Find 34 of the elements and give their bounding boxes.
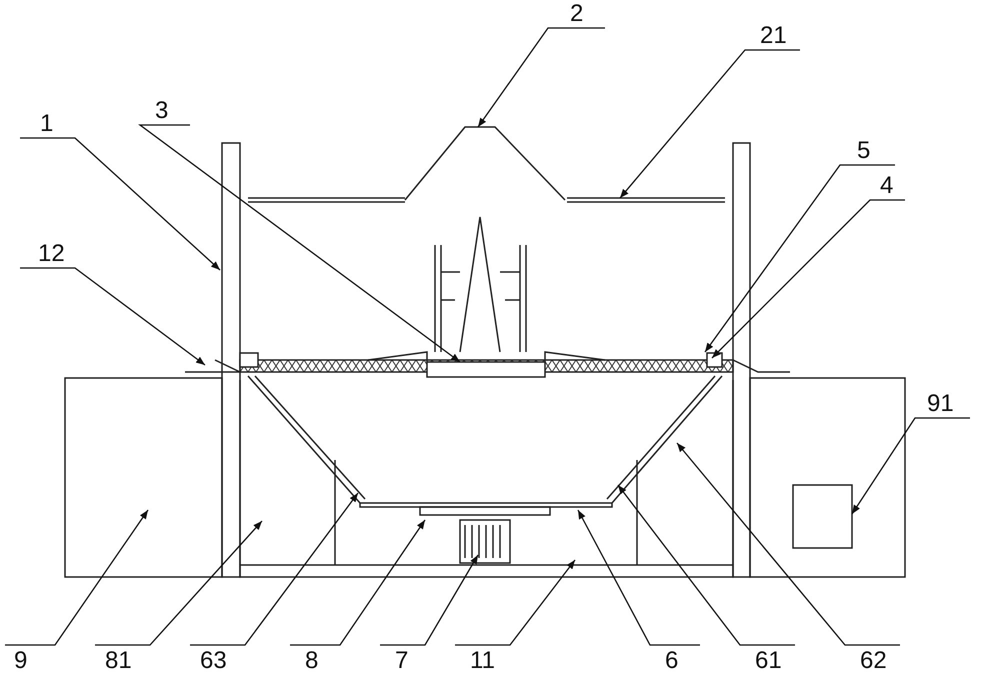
callout-number: 62 <box>860 649 887 673</box>
callout-number: 81 <box>105 649 132 673</box>
leader-line <box>617 484 795 646</box>
callout-number: 63 <box>200 649 227 673</box>
leader-line <box>676 442 900 646</box>
callout-number: 4 <box>880 174 894 198</box>
leader-line <box>20 137 220 270</box>
callout-number: 3 <box>155 99 168 123</box>
callout-number: 12 <box>38 242 65 266</box>
leader-line <box>138 124 460 363</box>
callout-number: 7 <box>395 649 408 673</box>
callout-number: 8 <box>305 649 318 673</box>
callout-number: 11 <box>470 649 495 673</box>
leader-line <box>712 199 905 358</box>
callout-number: 21 <box>760 24 787 48</box>
leader-line <box>190 492 359 646</box>
callout-number: 61 <box>755 649 782 673</box>
callout-number: 2 <box>570 2 584 26</box>
leader-line <box>704 164 895 352</box>
leader-line <box>20 267 206 366</box>
leader-line <box>380 554 479 646</box>
leader-line <box>477 27 605 128</box>
leader-line <box>577 510 700 646</box>
leader-line <box>290 520 426 646</box>
callout-number: 1 <box>40 112 54 136</box>
callout-number: 6 <box>665 649 678 673</box>
leader-line <box>95 520 262 646</box>
leader-line <box>5 510 149 646</box>
callout-number: 91 <box>927 392 954 416</box>
leader-line <box>851 417 970 514</box>
callout-number: 9 <box>14 649 28 673</box>
callout-number: 5 <box>857 139 870 163</box>
leader-line <box>455 560 576 646</box>
leader-line <box>620 49 800 198</box>
